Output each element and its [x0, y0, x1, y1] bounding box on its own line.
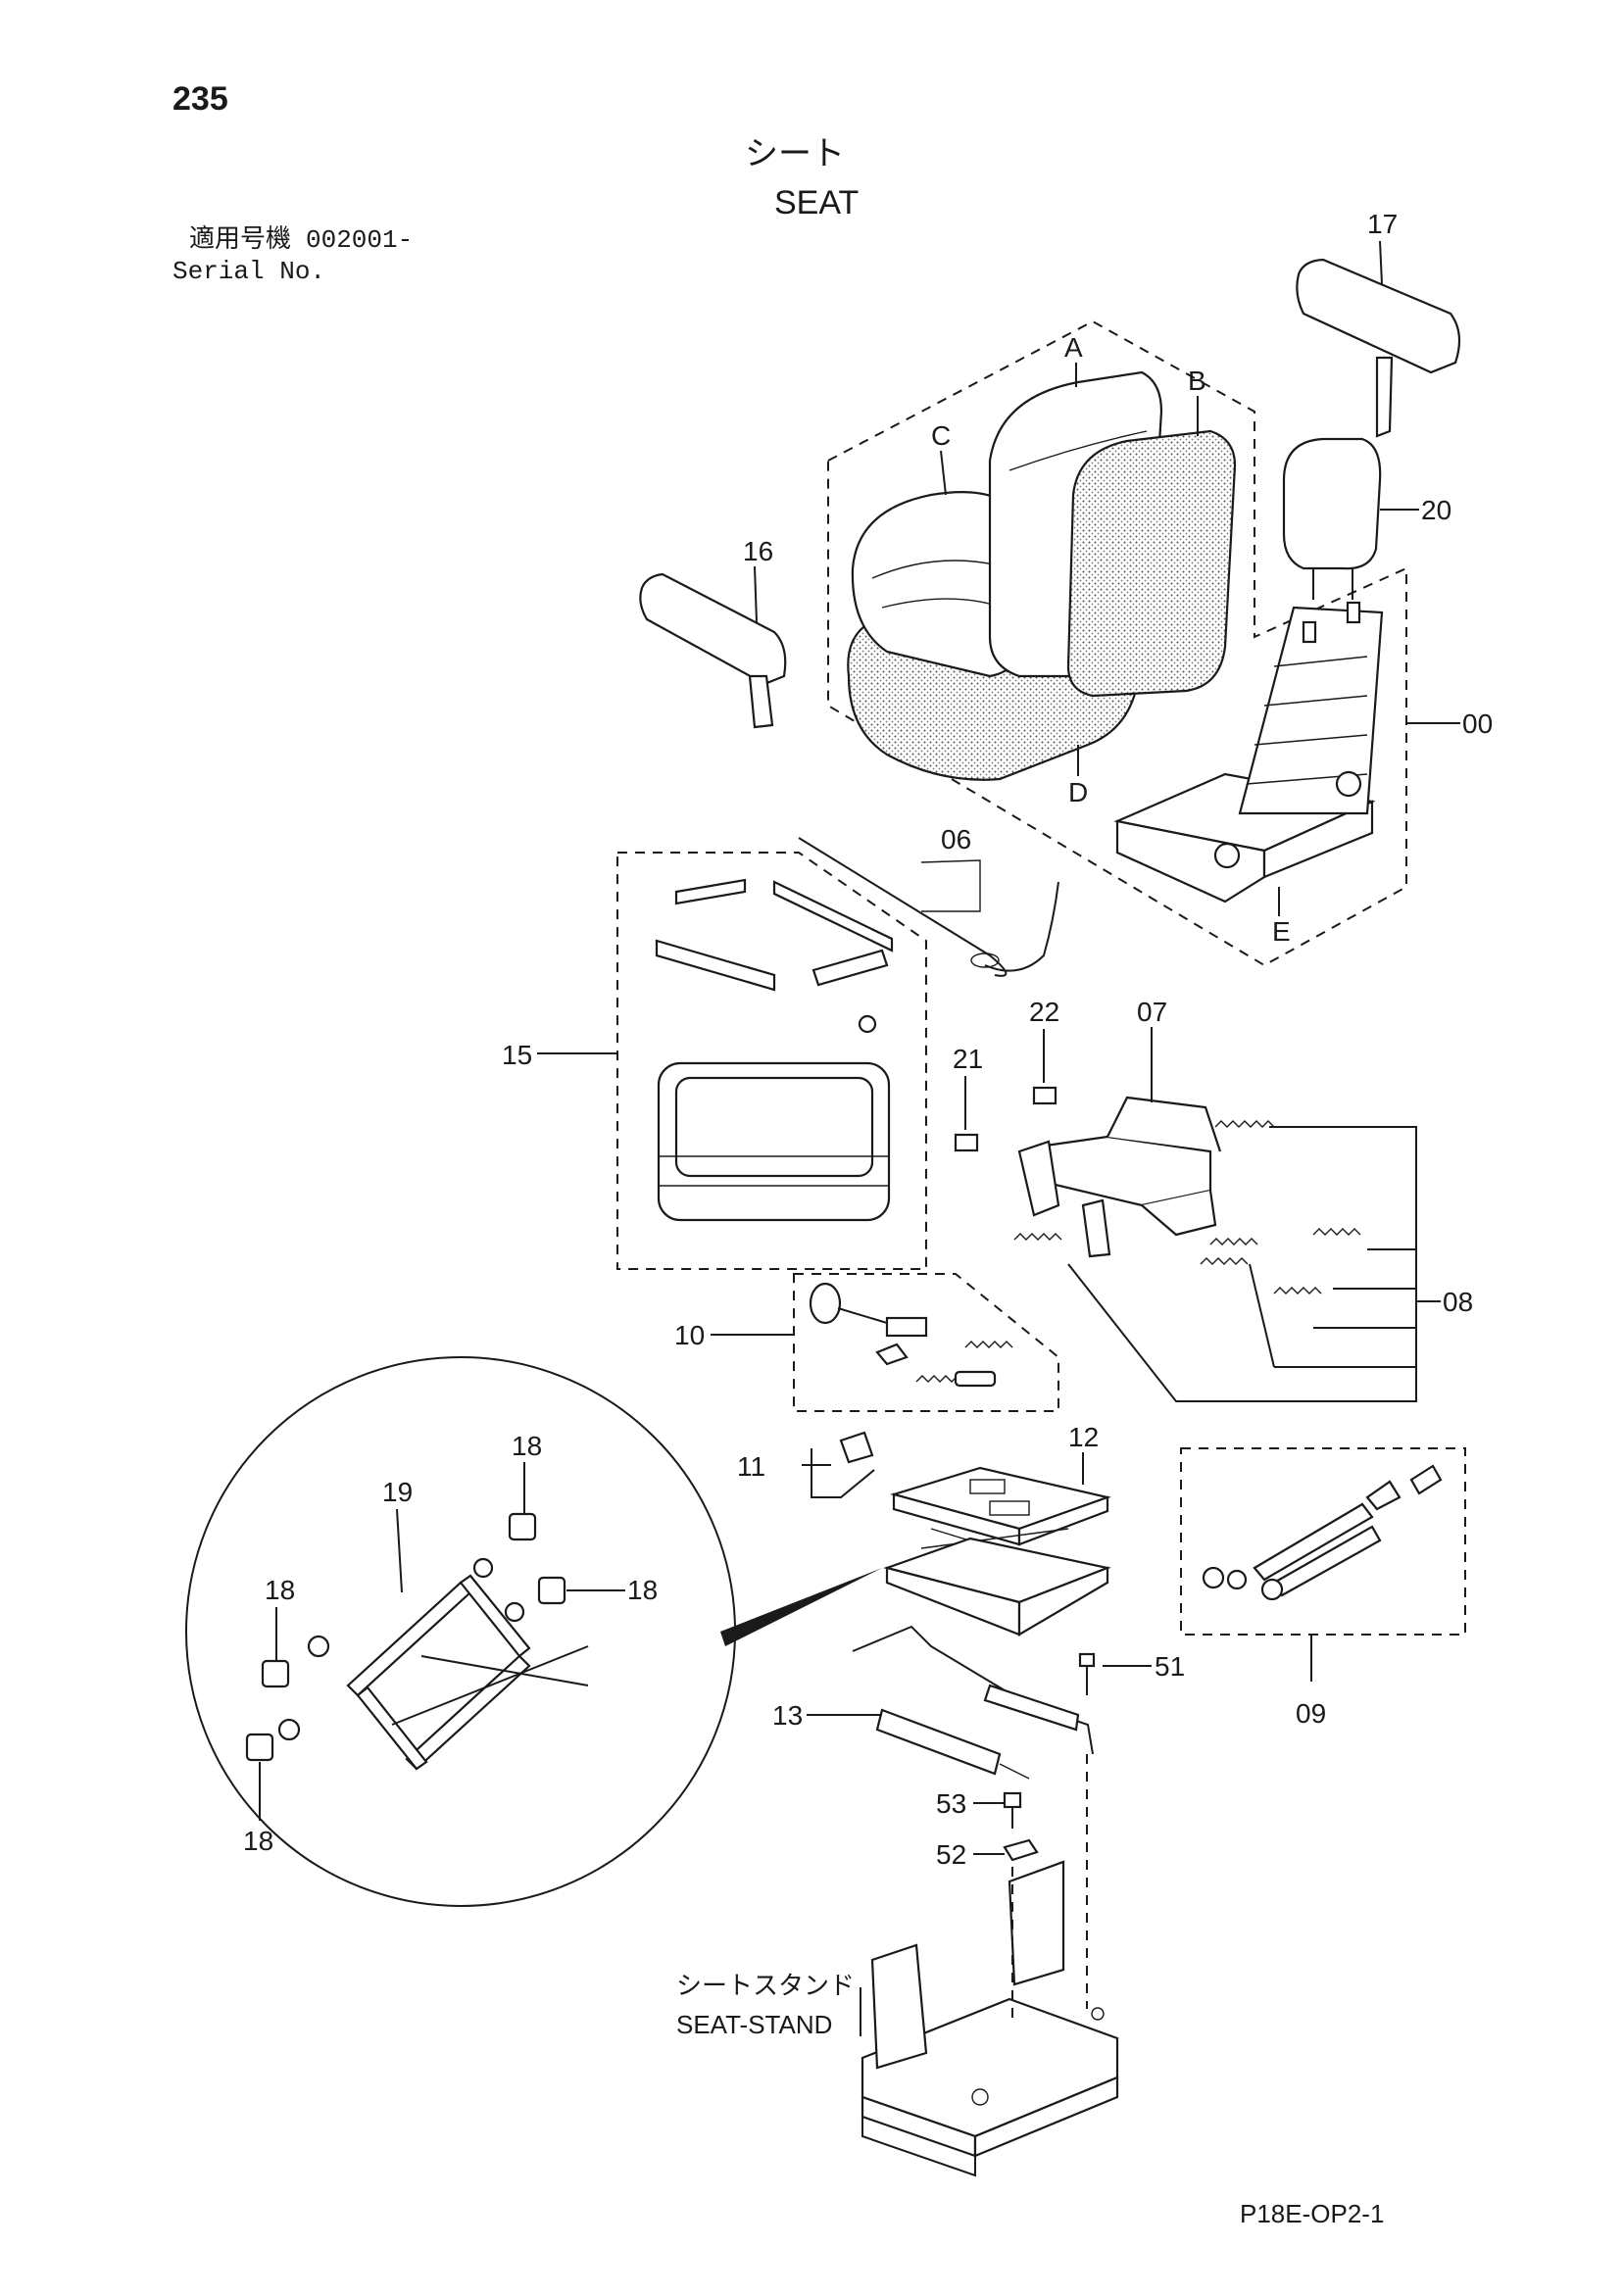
clip-21: [954, 1133, 979, 1152]
callout-18-right: 18: [627, 1575, 658, 1605]
block-18d: [245, 1733, 274, 1762]
callout-08: 08: [1443, 1287, 1473, 1317]
suspension-unit: [883, 1466, 1111, 1637]
seat-backrest-b: [1066, 429, 1237, 698]
callout-21: 21: [953, 1044, 983, 1074]
seat-slide-mechanism: [1017, 1096, 1222, 1258]
callout-11: 11: [737, 1451, 765, 1482]
damper-set: [1202, 1464, 1443, 1601]
block-18b: [537, 1576, 566, 1605]
group-09-outline: [1180, 1447, 1466, 1636]
title-en: SEAT: [774, 184, 859, 221]
adjust-knob-set: [809, 1282, 1013, 1388]
rod-13: [852, 1625, 1094, 1780]
callout-12: 12: [1068, 1422, 1099, 1452]
callout-22: 22: [1029, 997, 1059, 1027]
headrest: [1282, 437, 1382, 600]
seat-stand: [861, 1860, 1119, 2177]
bolt-51: [1078, 1652, 1096, 1695]
callout-18-bottom: 18: [243, 1826, 273, 1856]
seat-frame: [1113, 601, 1384, 904]
detail-leader: [720, 1568, 882, 1646]
callout-16: 16: [743, 536, 773, 566]
lever-11: [839, 1431, 874, 1464]
callout-53: 53: [936, 1788, 966, 1819]
group-15-outline: [616, 852, 927, 1270]
callout-19: 19: [382, 1477, 413, 1507]
serial-label-en: Serial No.: [172, 257, 325, 286]
callout-52: 52: [936, 1839, 966, 1870]
slide-rails: [655, 878, 894, 1034]
callout-20: 20: [1421, 495, 1451, 525]
callout-a: A: [1064, 332, 1083, 363]
callout-09: 09: [1296, 1698, 1326, 1729]
callout-18-left: 18: [265, 1575, 295, 1605]
callout-13: 13: [772, 1700, 803, 1731]
group-10-outline: [793, 1273, 1059, 1412]
callout-06: 06: [941, 824, 971, 855]
armrest-right: [1296, 258, 1461, 438]
callout-c: C: [931, 420, 951, 451]
callout-00: 00: [1462, 708, 1493, 739]
callout-d: D: [1068, 777, 1088, 807]
detail-circle: [185, 1356, 736, 1907]
bolt-53: [1003, 1791, 1022, 1829]
serial-value: 002001-: [306, 225, 413, 255]
seat-stand-label-jp: シートスタンド: [676, 1972, 855, 2001]
callout-07: 07: [1137, 997, 1167, 1027]
page-number: 235: [172, 80, 228, 118]
scissor-link-detail: [277, 1557, 589, 1771]
callout-18-top: 18: [512, 1431, 542, 1461]
title-jp: シート: [745, 134, 845, 173]
drawing-code: P18E-OP2-1: [1240, 2199, 1384, 2228]
callout-15: 15: [502, 1040, 532, 1070]
bellows: [657, 1061, 891, 1222]
clip-22: [1032, 1086, 1057, 1105]
release-cable: [798, 837, 1059, 977]
callout-17: 17: [1367, 209, 1398, 239]
seat-stand-label-en: SEAT-STAND: [676, 2010, 832, 2039]
springs-08: [1013, 1120, 1417, 1402]
callout-b: B: [1188, 366, 1206, 396]
seat-assembly-outline: [827, 319, 1407, 967]
callout-10: 10: [674, 1320, 705, 1350]
callout-e: E: [1272, 916, 1291, 947]
washer-52: [1003, 1838, 1039, 1862]
serial-label-jp: 適用号機: [189, 224, 291, 254]
block-18a: [508, 1512, 537, 1541]
armrest-left: [639, 572, 787, 729]
block-18c: [261, 1659, 290, 1688]
callout-51: 51: [1155, 1651, 1185, 1682]
